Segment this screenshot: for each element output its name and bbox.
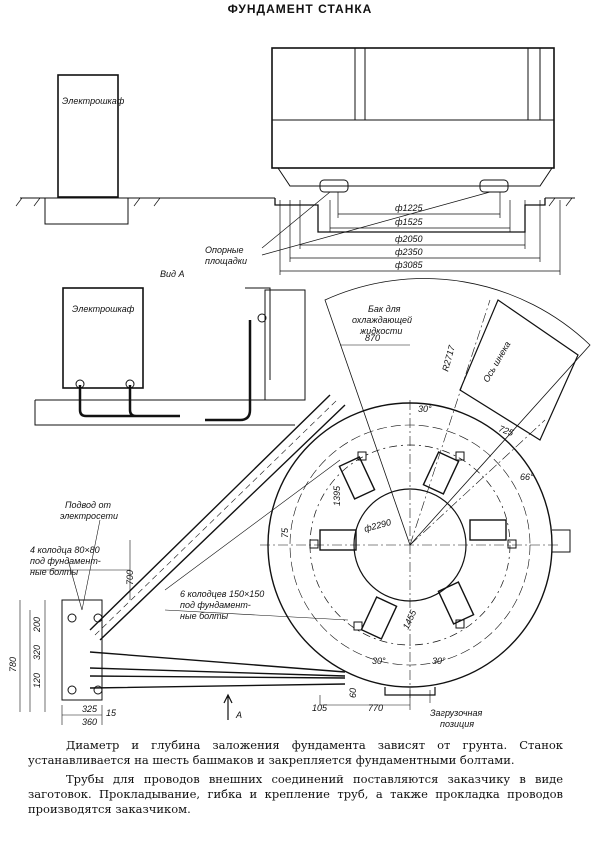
bolt-1 xyxy=(75,379,85,389)
label-loading-2: позиция xyxy=(440,719,474,729)
dim-360: 360 xyxy=(82,717,97,727)
main-foundation xyxy=(274,198,546,233)
dim-75: 75 xyxy=(280,527,290,538)
label-wells6-3: ные болты xyxy=(180,611,229,621)
label-wells6-2: под фундамент- xyxy=(180,600,251,610)
view-a-pipes xyxy=(78,320,252,422)
dim-770: 770 xyxy=(368,703,383,713)
shoe-2 xyxy=(422,451,460,495)
right-nub xyxy=(552,529,571,553)
dim-60: 60 xyxy=(348,688,358,698)
dim-120: 120 xyxy=(32,673,42,688)
bolt-3 xyxy=(257,313,267,323)
pads-leader xyxy=(261,191,491,256)
trench-3 xyxy=(89,675,346,689)
label-power-1: Подвод от xyxy=(65,500,111,510)
shoe-6 xyxy=(319,529,357,551)
elevation-view xyxy=(15,47,575,275)
leader-lines xyxy=(67,459,431,703)
support-pad-right xyxy=(479,179,509,193)
wells xyxy=(309,451,517,631)
cabinet-bolts xyxy=(67,613,103,695)
label-cabinet-top: Электрошкаф xyxy=(62,96,125,106)
cabinet-foundation-plan xyxy=(61,599,103,701)
shoe-4 xyxy=(437,581,475,625)
label-wells4-3: ные болты xyxy=(30,567,79,577)
dim-d3085: ф3085 xyxy=(395,260,424,270)
machine-body xyxy=(271,47,555,169)
note-paragraph-1: Диаметр и глубина заложения фундамента з… xyxy=(28,738,563,767)
dim-700: 700 xyxy=(125,570,135,585)
trench-1-inner xyxy=(94,399,338,636)
dim-r2717: R2717 xyxy=(440,343,457,372)
label-coolant-3: жидкости xyxy=(359,326,402,336)
dim-325: 325 xyxy=(82,704,98,714)
dim-66: 66° xyxy=(520,472,534,482)
view-a xyxy=(34,287,306,426)
plan-dimension-lines xyxy=(19,344,411,725)
dim-d2050: ф2050 xyxy=(395,234,423,244)
machine-column-view xyxy=(264,289,306,401)
dim-d1225: ф1225 xyxy=(395,203,424,213)
label-coolant-2: охлаждающей xyxy=(352,315,412,325)
dim-15: 15 xyxy=(106,708,117,718)
dim-d2290: ф2290 xyxy=(363,517,392,534)
cabinet-foundation xyxy=(44,198,129,225)
view-arrow xyxy=(223,693,233,720)
cabinet-view xyxy=(62,287,144,389)
dim-780: 780 xyxy=(8,657,18,672)
label-support-pads-1: Опорные xyxy=(205,245,244,255)
dim-320: 320 xyxy=(32,645,42,660)
shoe-5 xyxy=(360,596,398,640)
machine-bands xyxy=(272,48,554,169)
label-view-a: Вид А xyxy=(160,269,185,279)
label-wells4-2: под фундамент- xyxy=(30,556,101,566)
label-power-2: электросети xyxy=(60,511,118,521)
note-paragraph-2: Трубы для проводов внешних соединений по… xyxy=(28,772,563,816)
label-wells6-1: 6 колодцев 150×150 xyxy=(180,589,264,599)
auger-box xyxy=(459,299,579,441)
bolt-2 xyxy=(125,379,135,389)
page-title: ФУНДАМЕНТ СТАНКА xyxy=(227,2,373,16)
view-a-ground xyxy=(34,399,295,426)
dim-105: 105 xyxy=(312,703,328,713)
label-cabinet-view: Электрошкаф xyxy=(72,304,135,314)
label-arrow-a: А xyxy=(235,710,242,720)
label-wells4-1: 4 колодца 80×80 xyxy=(30,545,100,555)
dim-30-bl: 30° xyxy=(372,656,386,666)
support-pad-left xyxy=(319,179,349,193)
dim-1455: 1455 xyxy=(401,608,419,631)
notes: Диаметр и глубина заложения фундамента з… xyxy=(28,738,563,821)
cabinet-top xyxy=(57,74,119,198)
plan-view xyxy=(19,278,591,725)
label-loading-1: Загрузочная xyxy=(430,708,482,718)
shoe-1 xyxy=(338,456,376,500)
dim-d1525: ф1525 xyxy=(395,217,424,227)
dim-870: 870 xyxy=(365,333,380,343)
label-auger-axis: Ось шнека xyxy=(481,340,512,384)
label-support-pads-2: площадки xyxy=(205,256,247,266)
dim-d2350: ф2350 xyxy=(395,247,423,257)
center-lines xyxy=(260,299,560,700)
coolant-sector xyxy=(324,278,591,546)
machine-column-detail xyxy=(245,287,305,401)
support-shoes xyxy=(319,451,507,640)
label-coolant-1: Бак для xyxy=(368,304,401,314)
dim-30-top: 30° xyxy=(418,404,432,414)
shoe-3 xyxy=(469,519,507,541)
diameter-dimensions xyxy=(279,192,561,275)
dim-1395: 1395 xyxy=(332,485,342,506)
trench-2 xyxy=(89,651,346,677)
ground-hatch xyxy=(15,197,573,207)
machine-base xyxy=(277,167,553,187)
dim-200: 200 xyxy=(32,617,42,633)
dim-30-br: 30° xyxy=(432,656,446,666)
